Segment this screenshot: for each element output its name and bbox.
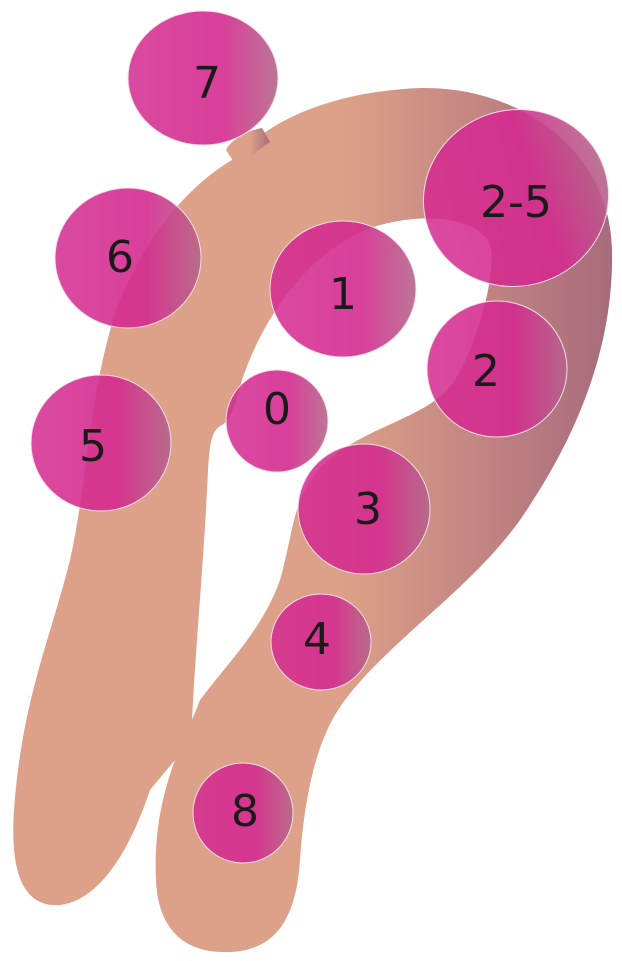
marker-label-3: 3 (354, 484, 382, 535)
marker-2[interactable]: 2 (427, 301, 567, 437)
marker-label-6: 6 (106, 232, 134, 283)
marker-label-8: 8 (231, 786, 259, 837)
marker-8[interactable]: 8 (193, 763, 293, 863)
marker-0[interactable]: 0 (226, 370, 328, 472)
marker-3[interactable]: 3 (298, 444, 430, 574)
marker-label-2-5: 2-5 (480, 177, 552, 228)
marker-label-1: 1 (329, 269, 357, 320)
marker-label-7: 7 (193, 58, 221, 109)
marker-6[interactable]: 6 (55, 188, 201, 328)
marker-label-5: 5 (79, 421, 107, 472)
marker-5[interactable]: 5 (31, 375, 171, 511)
marker-1[interactable]: 1 (270, 221, 416, 357)
marker-4[interactable]: 4 (271, 594, 371, 690)
marker-label-2: 2 (472, 346, 500, 397)
marker-label-0: 0 (263, 384, 291, 435)
marker-label-4: 4 (303, 614, 331, 665)
marker-7[interactable]: 7 (128, 11, 278, 145)
